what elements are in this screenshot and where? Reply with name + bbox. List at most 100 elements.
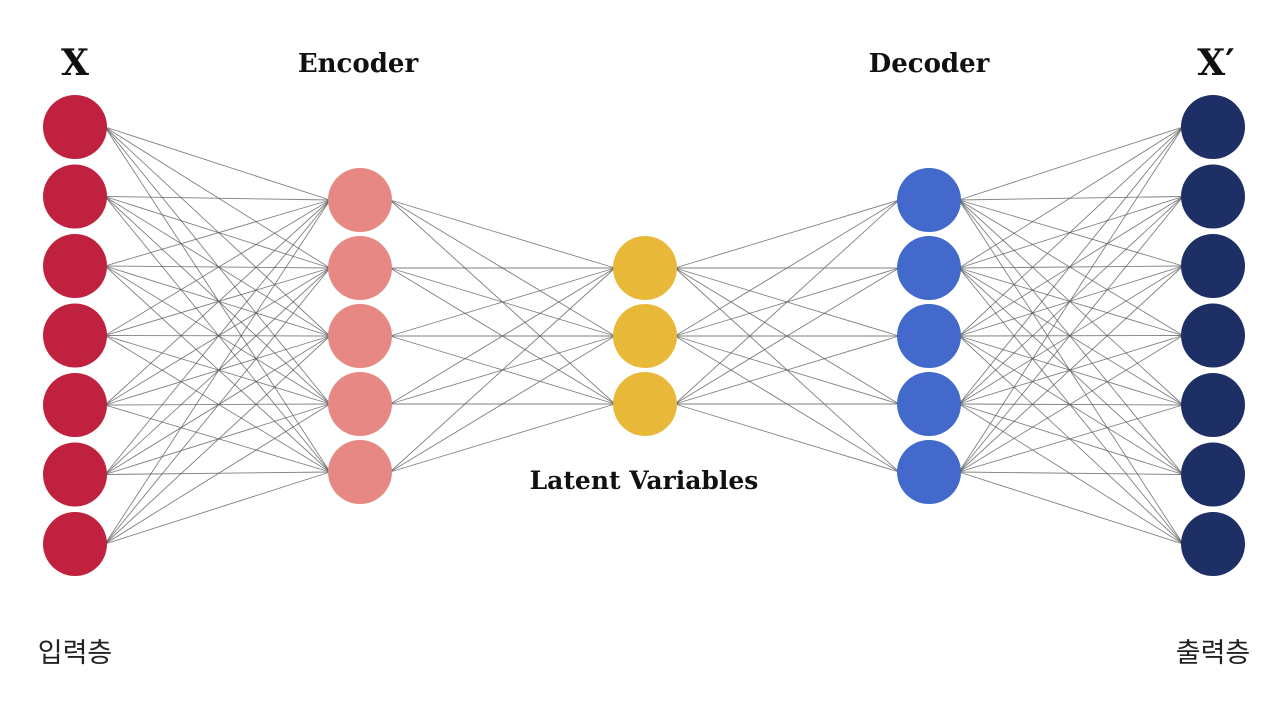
edge-encoder-5-to-latent-3 xyxy=(389,403,616,473)
edge-input-7-to-encoder-1 xyxy=(104,199,331,545)
edge-decoder-4-to-output-3 xyxy=(958,265,1184,405)
edge-decoder-2-to-output-3 xyxy=(958,265,1184,269)
edge-encoder-5-to-latent-1 xyxy=(389,267,616,473)
output-node-7 xyxy=(1181,512,1245,576)
edge-input-5-to-encoder-1 xyxy=(104,199,331,406)
edge-decoder-5-to-output-7 xyxy=(958,471,1184,545)
edge-decoder-4-to-output-6 xyxy=(958,403,1184,475)
output-symbol-label: X′ xyxy=(1197,42,1234,84)
edge-decoder-1-to-output-6 xyxy=(958,199,1184,475)
edge-decoder-2-to-output-4 xyxy=(958,267,1184,336)
edge-input-4-to-encoder-4 xyxy=(104,335,331,405)
edge-decoder-2-to-output-2 xyxy=(958,196,1184,269)
input-layer-label: 입력층 xyxy=(38,638,113,669)
output-node-2 xyxy=(1181,164,1245,229)
edge-input-7-to-encoder-2 xyxy=(104,267,331,545)
edge-decoder-1-to-output-5 xyxy=(958,199,1184,406)
decoder-label: Decoder xyxy=(869,49,990,79)
edge-input-1-to-encoder-1 xyxy=(104,126,331,201)
edge-encoder-3-to-latent-1 xyxy=(389,267,616,337)
edge-input-6-to-encoder-3 xyxy=(104,335,331,475)
edge-latent-3-to-decoder-5 xyxy=(674,403,900,473)
edge-decoder-1-to-output-4 xyxy=(958,199,1184,336)
edge-decoder-3-to-output-4 xyxy=(958,335,1184,337)
edge-input-5-to-encoder-2 xyxy=(104,267,331,406)
encoder-node-4 xyxy=(328,372,392,436)
latent-node-1 xyxy=(613,236,677,300)
connection-edges xyxy=(104,126,1184,545)
input-symbol-label: X xyxy=(61,42,89,84)
edge-decoder-4-to-output-5 xyxy=(958,403,1184,406)
input-node-4 xyxy=(43,303,107,368)
edge-input-7-to-encoder-5 xyxy=(104,471,331,545)
edge-input-4-to-encoder-1 xyxy=(104,199,331,336)
output-node-3 xyxy=(1181,234,1245,298)
edge-input-3-to-encoder-3 xyxy=(104,265,331,337)
input-node-2 xyxy=(43,164,107,229)
latent-node-3 xyxy=(613,372,677,436)
edge-decoder-3-to-output-3 xyxy=(958,265,1184,337)
output-node-4 xyxy=(1181,303,1245,368)
latent-variables-label: Latent Variables xyxy=(530,466,759,495)
output-node-5 xyxy=(1181,373,1245,437)
encoder-node-2 xyxy=(328,236,392,300)
network-nodes xyxy=(43,95,1245,576)
input-node-1 xyxy=(43,95,107,159)
edge-decoder-3-to-output-1 xyxy=(958,126,1184,337)
decoder-node-5 xyxy=(897,440,961,504)
encoder-node-3 xyxy=(328,304,392,368)
edge-input-1-to-encoder-4 xyxy=(104,126,331,405)
edge-latent-3-to-decoder-3 xyxy=(674,335,900,405)
edge-decoder-2-to-output-1 xyxy=(958,126,1184,269)
edge-input-1-to-encoder-2 xyxy=(104,126,331,269)
edge-decoder-2-to-output-6 xyxy=(958,267,1184,475)
edge-input-2-to-encoder-5 xyxy=(104,196,331,473)
edge-decoder-5-to-output-5 xyxy=(958,404,1184,473)
encoder-node-5 xyxy=(328,440,392,504)
edge-decoder-3-to-output-2 xyxy=(958,196,1184,337)
edge-decoder-1-to-output-2 xyxy=(958,196,1184,201)
input-node-6 xyxy=(43,442,107,507)
edge-input-6-to-encoder-5 xyxy=(104,471,331,475)
edge-encoder-5-to-latent-2 xyxy=(389,335,616,473)
edge-latent-2-to-decoder-1 xyxy=(674,199,900,337)
edge-input-7-to-encoder-4 xyxy=(104,403,331,545)
output-layer-label: 출력층 xyxy=(1176,638,1251,669)
encoder-label: Encoder xyxy=(298,49,419,79)
edge-input-3-to-encoder-1 xyxy=(104,199,331,267)
edge-input-2-to-encoder-2 xyxy=(104,196,331,269)
encoder-node-1 xyxy=(328,168,392,232)
edge-decoder-3-to-output-5 xyxy=(958,335,1184,406)
edge-decoder-1-to-output-3 xyxy=(958,199,1184,267)
edge-input-1-to-encoder-3 xyxy=(104,126,331,337)
edge-input-2-to-encoder-1 xyxy=(104,196,331,201)
edge-decoder-1-to-output-1 xyxy=(958,126,1184,201)
edge-decoder-5-to-output-2 xyxy=(958,196,1184,473)
edge-input-2-to-encoder-4 xyxy=(104,196,331,405)
edge-input-5-to-encoder-5 xyxy=(104,404,331,473)
edge-encoder-4-to-latent-1 xyxy=(389,267,616,405)
edge-decoder-3-to-output-7 xyxy=(958,335,1184,545)
edge-input-5-to-encoder-4 xyxy=(104,403,331,406)
latent-node-2 xyxy=(613,304,677,368)
edge-decoder-5-to-output-1 xyxy=(958,126,1184,473)
edge-latent-1-to-decoder-1 xyxy=(674,199,900,269)
edge-latent-3-to-decoder-1 xyxy=(674,199,900,405)
edge-decoder-3-to-output-6 xyxy=(958,335,1184,475)
edge-encoder-1-to-latent-1 xyxy=(389,199,616,269)
edge-input-2-to-encoder-3 xyxy=(104,196,331,337)
edge-input-6-to-encoder-4 xyxy=(104,403,331,475)
edge-input-4-to-encoder-5 xyxy=(104,335,331,473)
edge-decoder-2-to-output-5 xyxy=(958,267,1184,406)
decoder-node-4 xyxy=(897,372,961,436)
edge-decoder-4-to-output-4 xyxy=(958,335,1184,405)
edge-input-1-to-encoder-5 xyxy=(104,126,331,473)
edge-input-5-to-encoder-3 xyxy=(104,335,331,406)
input-node-3 xyxy=(43,234,107,298)
edge-decoder-4-to-output-1 xyxy=(958,126,1184,405)
edge-input-3-to-encoder-5 xyxy=(104,265,331,473)
edge-input-6-to-encoder-1 xyxy=(104,199,331,475)
edge-input-3-to-encoder-2 xyxy=(104,265,331,269)
edge-decoder-5-to-output-3 xyxy=(958,265,1184,473)
